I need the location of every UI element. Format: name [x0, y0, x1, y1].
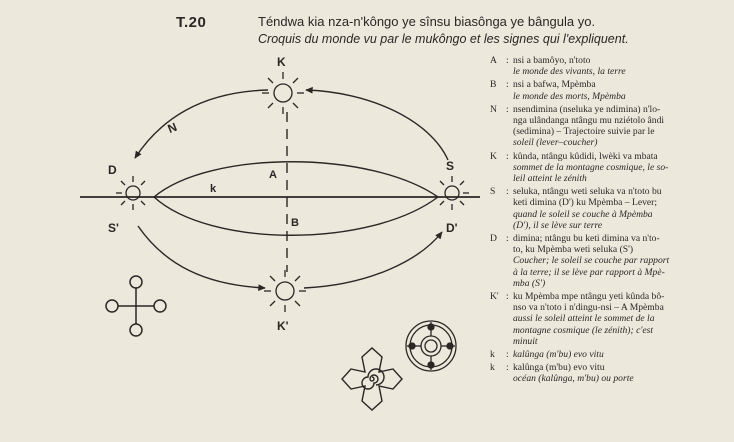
figure-number: T.20 — [176, 14, 207, 31]
legend-line: nga ulândanga ntângu mu nziétolo ândi — [513, 115, 665, 127]
legend-line: dimina; ntângu bu keti dimina va n'to- — [513, 233, 660, 245]
legend-key: k — [490, 362, 495, 374]
figure-subtitle: Croquis du monde vu par le mukôngo et le… — [258, 32, 629, 46]
legend-entry: N: nsendimina (nseluka ye ndimina) n'lo-n… — [490, 104, 718, 149]
legend-line: keti dimina (D') ku Mpèmba – Lever; — [513, 197, 657, 209]
legend-colon: : — [506, 362, 509, 374]
legend-key: D — [490, 233, 497, 245]
legend-line: kalûnga (m'bu) evo vitu — [513, 362, 605, 374]
legend-line: kalûnga (m'bu) evo vitu — [513, 349, 604, 361]
legend-line: (sedimina) – Trajectoire suivie par le — [513, 126, 655, 138]
world-of-living-arc — [153, 161, 439, 198]
legend-line: soleil (lever–coucher) — [513, 137, 598, 149]
legend-line: (D'), il se lève sur terre — [513, 219, 603, 231]
legend-key: N — [490, 103, 497, 115]
legend-line: leil atteint le zénith — [513, 173, 587, 185]
legend-line: nso va n'toto i n'dingu-nsi – A Mpèmba — [513, 302, 664, 314]
legend-text: dimina; ntângu bu keti dimina va n'to-to… — [513, 233, 718, 289]
label-K: K — [277, 55, 286, 69]
legend-colon: : — [506, 349, 509, 361]
legend-line: le monde des morts, Mpèmba — [513, 90, 626, 102]
legend-line: nsi a bafwa, Mpèmba — [513, 79, 596, 91]
spiral-cross-icon — [341, 347, 403, 411]
legend-colon: : — [506, 150, 509, 162]
legend-colon: : — [506, 186, 509, 198]
label-S-prime: S' — [108, 221, 119, 235]
legend-line: montagne cosmique (le zénith); c'est — [513, 324, 654, 336]
sun-icon-K — [262, 72, 304, 114]
legend-line: kûnda, ntângu kûdidi, lwèki va mbata — [513, 150, 658, 162]
legend-colon: : — [506, 233, 509, 245]
legend-text: nsendimina (nseluka ye ndimina) n'lo-nga… — [513, 104, 718, 149]
label-k: k — [210, 183, 217, 195]
legend-text: ku Mpèmba mpe ntângu yeti kûnda bô-nso v… — [513, 291, 718, 347]
legend-key: k — [490, 349, 495, 361]
label-D-prime: D' — [446, 221, 458, 235]
legend-text: kalûnga (m'bu) evo vitu — [513, 349, 718, 360]
legend-line: le monde des vivants, la terre — [513, 66, 626, 78]
legend-key: K — [490, 150, 497, 162]
legend-line: aussi le soleil atteint le sommet de la — [513, 313, 655, 325]
legend-key: B — [490, 79, 497, 91]
sun-icon-D — [116, 176, 146, 210]
legend-entry: D: dimina; ntângu bu keti dimina va n'to-… — [490, 233, 718, 289]
trajectory-arrow-bottom-left — [137, 225, 266, 292]
legend-colon: : — [506, 79, 509, 91]
legend-entry: S: seluka, ntângu weti seluka va n'toto b… — [490, 186, 718, 231]
cosmogram-diagram: K K' D S' S D' N A B k — [80, 55, 480, 411]
trajectory-arrow-top-left — [134, 89, 269, 159]
legend-key: A — [490, 55, 497, 66]
trajectory-arrow-top-right — [305, 86, 449, 161]
legend-entry: k: kalûnga (m'bu) evo vitu — [490, 349, 718, 360]
legend-line: nsendimina (nseluka ye ndimina) n'lo- — [513, 103, 661, 115]
sun-icon-K-prime — [264, 270, 306, 312]
label-D: D — [108, 163, 117, 177]
legend-line: quand le soleil se couche à Mpèmba — [513, 208, 653, 220]
legend-line: à la terre; il se lève par rapport à Mpè… — [513, 266, 665, 278]
legend-colon: : — [506, 291, 509, 303]
legend-line: sommet de la montagne cosmique, le so- — [513, 161, 669, 173]
legend-colon: : — [506, 55, 509, 66]
legend-line: océan (kalûnga, m'bu) ou porte — [513, 373, 634, 385]
label-B: B — [291, 217, 299, 229]
label-S: S — [446, 159, 454, 173]
legend-line: seluka, ntângu weti seluka va n'toto bu — [513, 186, 662, 198]
legend-line: minuit — [513, 335, 538, 347]
label-A: A — [269, 169, 277, 181]
concentric-cross-icon — [405, 320, 457, 372]
legend-line: mba (S') — [513, 277, 546, 289]
legend-key: K' — [490, 291, 499, 303]
legend-line: to, ku Mpèmba weti seluka (S') — [513, 244, 634, 256]
legend-key: S — [490, 186, 496, 198]
figure-title: Téndwa kia nza-n'kôngo ye sînsu biasônga… — [258, 14, 596, 29]
label-K-prime: K' — [277, 319, 289, 333]
world-of-dead-arc — [153, 196, 439, 236]
legend-line: ku Mpèmba mpe ntângu yeti kûnda bô- — [513, 291, 665, 303]
trajectory-arrow-bottom-right — [303, 231, 443, 289]
cross-sign-icon — [105, 275, 167, 337]
legend-entry: K': ku Mpèmba mpe ntângu yeti kûnda bô-ns… — [490, 291, 718, 347]
legend-line: Coucher; le soleil se couche par rapport — [513, 255, 670, 267]
label-N: N — [166, 120, 179, 136]
legend-line: nsi a bamôyo, n'toto — [513, 55, 591, 66]
legend-colon: : — [506, 103, 509, 115]
sun-icon-S — [439, 176, 469, 210]
